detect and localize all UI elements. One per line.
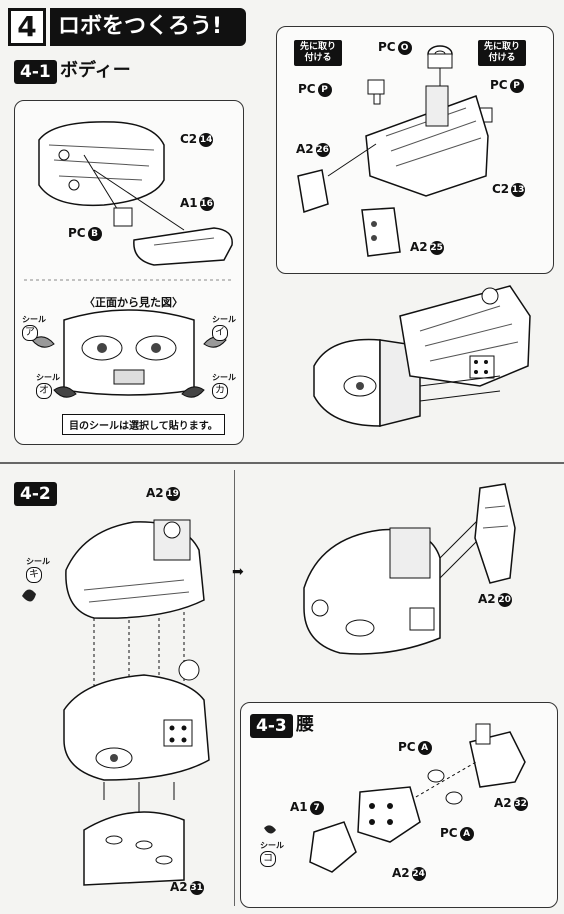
step-title: ロボをつくろう!	[50, 8, 246, 46]
label-text: PC	[298, 82, 316, 96]
seal-word: シール	[260, 841, 284, 850]
substep-4-2-badge: 4-2	[14, 482, 57, 506]
part-letter: O	[397, 40, 412, 55]
seal-ki: シール キ	[26, 556, 50, 583]
label-text: PC	[378, 40, 396, 54]
assembled-lower-body-illustration	[303, 483, 516, 655]
label-text: PC	[490, 78, 508, 92]
seal-letter: オ	[36, 383, 52, 399]
substep-4-3-title: 腰	[296, 714, 314, 735]
seal-word: シール	[212, 315, 236, 324]
part-number: 24	[411, 866, 426, 881]
part-letter: A	[459, 826, 474, 841]
label-text: C2	[492, 182, 510, 196]
vertical-divider	[234, 470, 235, 906]
seal-ko: シール コ	[260, 840, 284, 867]
body-parts-illustration	[24, 121, 234, 398]
substep-4-1-badge: 4-1	[14, 60, 57, 84]
label-text: A2	[146, 486, 164, 500]
label-text: A2	[296, 142, 314, 156]
seal-ka: シール カ	[212, 372, 236, 399]
seal-a: シール ア	[22, 314, 46, 341]
label-text: C2	[180, 132, 198, 146]
label-text: A2	[494, 796, 512, 810]
seal-letter: ア	[22, 325, 38, 341]
seal-word: シール	[212, 373, 236, 382]
part-letter: B	[87, 226, 102, 241]
label-text: PC	[68, 226, 86, 240]
part-number: 16	[199, 196, 214, 211]
front-view-caption: 〈正面から見た図〉	[84, 296, 183, 309]
part-letter: A	[417, 740, 432, 755]
label-text: A2	[170, 880, 188, 894]
seal-word: シール	[26, 557, 50, 566]
label-text: A1	[180, 196, 198, 210]
label-text: A2	[478, 592, 496, 606]
part-number: 7	[309, 800, 324, 815]
lower-body-illustration	[22, 519, 210, 886]
assembled-body-illustration	[313, 285, 531, 427]
seal-letter: キ	[26, 567, 42, 583]
seal-letter: コ	[260, 851, 276, 867]
label-text: PC	[440, 826, 458, 840]
part-letter: P	[317, 82, 332, 97]
eye-seal-note: 目のシールは選択して貼ります。	[62, 414, 225, 435]
step-number: 4	[8, 8, 46, 46]
part-number: 20	[497, 592, 512, 607]
part-letter: P	[509, 78, 524, 93]
part-number: 13	[511, 182, 526, 197]
substep-4-1-title: ボディー	[60, 60, 131, 81]
next-step-arrow: ➡	[232, 564, 244, 580]
part-number: 26	[315, 142, 330, 157]
part-number: 25	[429, 240, 444, 255]
seal-i: シール イ	[212, 314, 236, 341]
seal-o: シール オ	[36, 372, 60, 399]
seal-word: シール	[36, 373, 60, 382]
seal-word: シール	[22, 315, 46, 324]
waist-illustration	[264, 723, 526, 873]
step-header: 4 ロボをつくろう!	[8, 8, 248, 46]
part-number: 14	[199, 132, 214, 147]
attach-first-note-left: 先に取り付ける	[294, 40, 342, 66]
part-number: 32	[513, 796, 528, 811]
label-text: A2	[410, 240, 428, 254]
label-text: A2	[392, 866, 410, 880]
part-number: 31	[189, 880, 204, 895]
attach-first-note-right: 先に取り付ける	[478, 40, 526, 66]
section-divider	[0, 462, 564, 464]
seal-letter: イ	[212, 325, 228, 341]
body-frame-illustration	[297, 45, 493, 257]
part-number: 19	[165, 486, 180, 501]
label-text: A1	[290, 800, 308, 814]
substep-4-3-badge: 4-3	[250, 714, 293, 738]
seal-letter: カ	[212, 383, 228, 399]
label-text: PC	[398, 740, 416, 754]
